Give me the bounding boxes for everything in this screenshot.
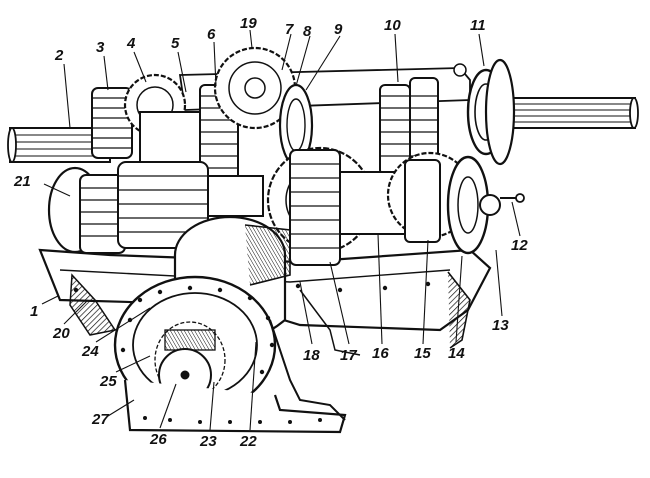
callout-17: 17 xyxy=(340,347,357,364)
upper-gears xyxy=(91,46,516,186)
callout-2: 2 xyxy=(55,47,64,64)
callout-21: 21 xyxy=(14,173,31,190)
callout-24: 24 xyxy=(82,343,99,360)
flange-bolts xyxy=(120,285,322,424)
callout-14: 14 xyxy=(448,345,465,362)
callout-11: 11 xyxy=(470,17,486,34)
callout-4: 4 xyxy=(127,35,136,52)
callout-23: 23 xyxy=(200,433,217,450)
callout-6: 6 xyxy=(207,26,216,43)
callout-13: 13 xyxy=(492,317,509,334)
callout-1: 1 xyxy=(30,303,39,320)
callout-26: 26 xyxy=(150,431,167,448)
callout-20: 20 xyxy=(53,325,70,342)
callout-15: 15 xyxy=(414,345,431,362)
callout-8: 8 xyxy=(303,23,312,40)
callout-22: 22 xyxy=(240,433,257,450)
callout-19: 19 xyxy=(240,15,257,32)
output-gear-housing xyxy=(113,215,347,434)
leader-lines xyxy=(41,29,521,431)
callout-5: 5 xyxy=(171,35,180,52)
callout-27: 27 xyxy=(92,411,109,428)
callout-7: 7 xyxy=(285,21,294,38)
lower-gears xyxy=(47,146,525,266)
callout-25: 25 xyxy=(100,373,117,390)
callout-9: 9 xyxy=(334,21,343,38)
callout-18: 18 xyxy=(303,347,320,364)
callout-3: 3 xyxy=(96,39,105,56)
callout-10: 10 xyxy=(384,17,401,34)
callout-12: 12 xyxy=(511,237,528,254)
callout-16: 16 xyxy=(372,345,389,362)
